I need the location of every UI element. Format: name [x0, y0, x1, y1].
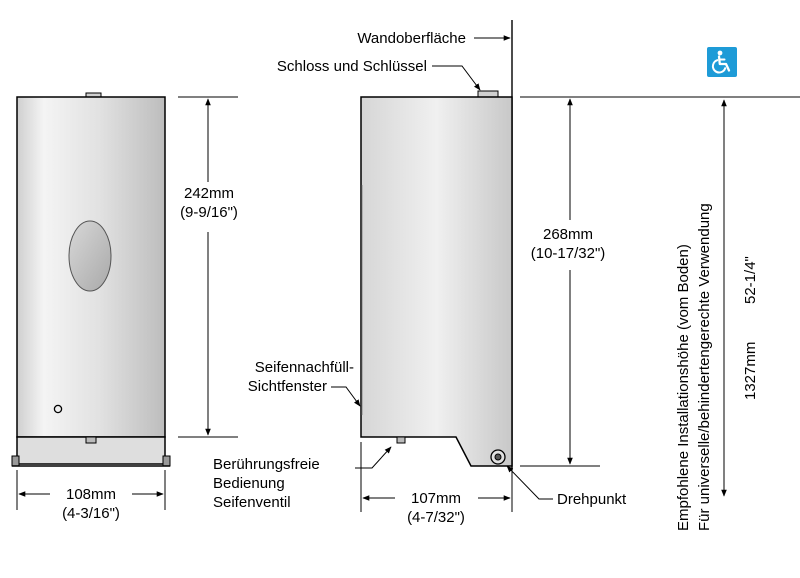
front-right-bracket	[162, 455, 171, 467]
front-width-mm-label: 108mm	[66, 486, 116, 503]
front-valve-nozzle	[85, 436, 97, 444]
refill-window-callout: Seifennachfüll- Sichtfenster	[248, 359, 361, 407]
front-height-mm-label: 242mm	[184, 185, 234, 202]
install-height-in-label: 52-1/4"	[742, 256, 759, 304]
side-height-mm-label: 268mm	[543, 226, 593, 243]
wall-surface-label: Wandoberfläche	[357, 30, 466, 47]
pivot-center-icon	[494, 453, 502, 461]
install-height-dimension: Empfohlene Installationshöhe (vom Boden)…	[675, 99, 759, 531]
front-left-bracket	[11, 455, 20, 467]
lock-and-key-label: Schloss und Schlüssel	[277, 58, 427, 75]
valve-label-line1: Berührungsfreie	[213, 456, 320, 473]
side-depth-dimension: 107mm (4-7/32")	[360, 442, 513, 526]
front-view-dispenser	[11, 92, 171, 467]
install-height-label-line2: Für universelle/behindertengerechte Verw…	[696, 203, 713, 531]
pivot-arrow	[506, 465, 553, 500]
refill-window-label-line1: Seifennachfüll-	[255, 359, 354, 376]
front-refill-window	[68, 220, 112, 292]
valve-arrow	[355, 446, 392, 469]
side-view-dispenser	[360, 20, 513, 470]
front-height-dimension: 242mm (9-9/16")	[178, 96, 238, 438]
pivot-label: Drehpunkt	[557, 491, 627, 508]
side-depth-in-label: (4-7/32")	[407, 509, 465, 526]
front-width-dimension: 108mm (4-3/16")	[16, 470, 166, 522]
front-height-in-label: (9-9/16")	[180, 204, 238, 221]
lock-and-key-arrow	[432, 65, 481, 91]
install-height-label-line1: Empfohlene Installationshöhe (vom Boden)	[675, 244, 692, 531]
pivot-callout: Drehpunkt	[506, 465, 627, 508]
wheelchair-accessibility-icon	[707, 47, 737, 77]
wall-surface-callout: Wandoberfläche	[357, 30, 511, 47]
valve-label-line2: Bedienung	[213, 475, 285, 492]
valve-label-line3: Seifenventil	[213, 494, 291, 511]
install-height-mm-label: 1327mm	[742, 342, 759, 400]
front-width-in-label: (4-3/16")	[62, 505, 120, 522]
side-lock-tab	[477, 90, 499, 98]
side-body	[360, 96, 513, 467]
lock-and-key-callout: Schloss und Schlüssel	[277, 58, 481, 91]
side-depth-mm-label: 107mm	[411, 490, 461, 507]
side-height-in-label: (10-17/32")	[531, 245, 606, 262]
side-valve-nozzle	[396, 436, 406, 444]
refill-window-label-line2: Sichtfenster	[248, 378, 327, 395]
valve-callout: Berührungsfreie Bedienung Seifenventil	[213, 446, 392, 511]
front-sensor-icon	[53, 404, 63, 414]
side-height-dimension: 268mm (10-17/32")	[520, 96, 800, 467]
refill-window-arrow	[331, 386, 361, 407]
